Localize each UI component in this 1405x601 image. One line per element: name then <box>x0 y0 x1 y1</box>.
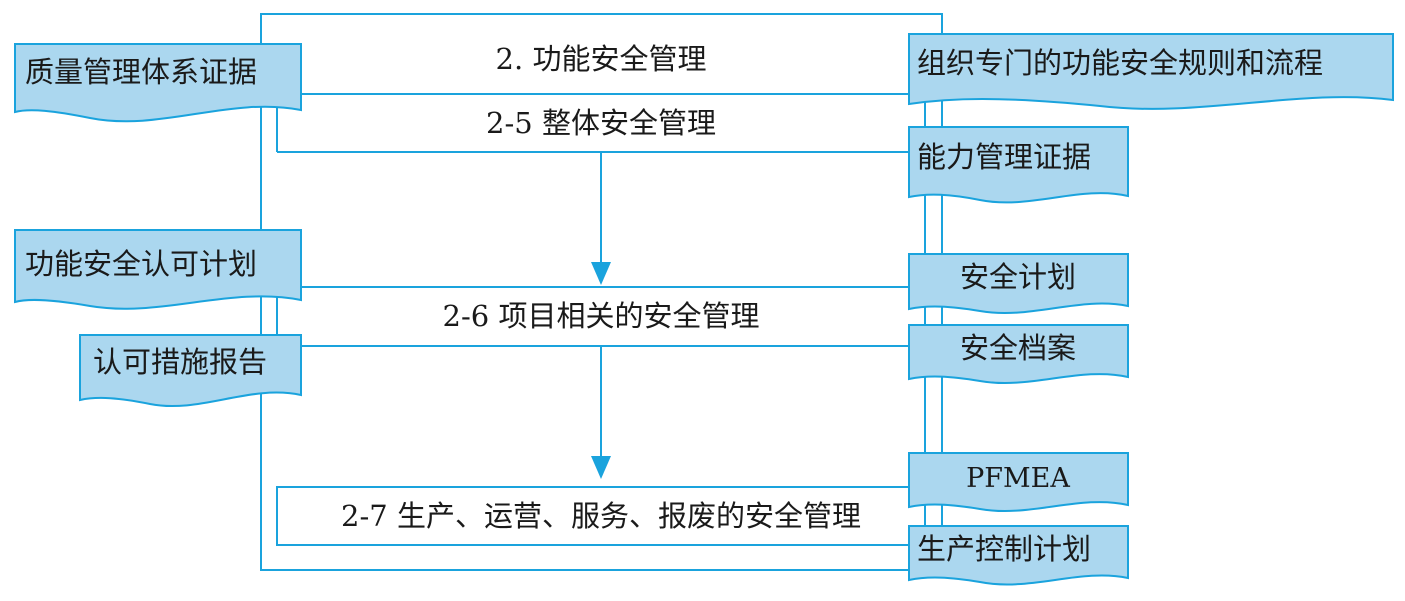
label-pfmea: PFMEA <box>966 463 1070 494</box>
stage-project-safety-management: 2-6 项目相关的安全管理 <box>442 299 760 333</box>
stage-overall-safety-management: 2-5 整体安全管理 <box>486 106 716 140</box>
label-assessment-report: 认可措施报告 <box>93 345 268 379</box>
doc-pfmea <box>908 452 1129 513</box>
label-safety-case: 安全档案 <box>959 331 1077 365</box>
doc-rules-processes <box>908 33 1394 110</box>
arrow-project-to-production-head <box>591 456 611 479</box>
label-quality-evidence: 质量管理体系证据 <box>25 55 258 89</box>
arrow-overall-to-project-head <box>591 262 611 285</box>
doc-production-control-plan <box>908 525 1129 586</box>
label-assessment-plan: 功能安全认可计划 <box>25 247 258 281</box>
title-functional-safety-management: 2. 功能安全管理 <box>495 42 707 76</box>
box-production <box>276 486 926 546</box>
label-competence-evidence: 能力管理证据 <box>917 140 1092 174</box>
doc-quality-evidence <box>14 43 302 123</box>
stage-production-safety-management: 2-7 生产、运营、服务、报废的安全管理 <box>341 499 861 533</box>
doc-safety-case <box>908 324 1129 385</box>
label-rules-processes: 组织专门的功能安全规则和流程 <box>917 46 1324 80</box>
doc-assessment-plan <box>14 229 302 310</box>
doc-assessment-report <box>79 334 302 408</box>
doc-safety-plan <box>908 253 1129 315</box>
doc-competence-evidence <box>908 126 1129 204</box>
label-production-control-plan: 生产控制计划 <box>917 532 1092 566</box>
label-safety-plan: 安全计划 <box>959 260 1077 294</box>
